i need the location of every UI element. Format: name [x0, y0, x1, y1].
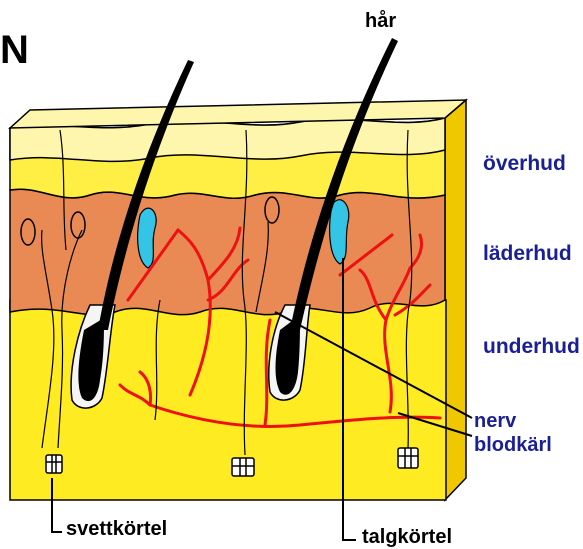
label-har: hår — [365, 10, 396, 33]
sebaceous-gland-left — [138, 208, 157, 268]
sebaceous-gland-right — [330, 200, 349, 264]
sweat-gland-2 — [232, 458, 254, 476]
block-side-face — [445, 100, 466, 500]
label-talgkortel: talgkörtel — [362, 526, 452, 549]
label-nerv: nerv — [474, 410, 516, 433]
label-blodkarl: blodkärl — [474, 434, 552, 457]
label-overhud: överhud — [483, 152, 566, 176]
label-svettkortel: svettkörtel — [66, 518, 167, 541]
sweat-gland-1 — [46, 455, 62, 473]
sweat-gland-3 — [398, 448, 418, 468]
label-underhud: underhud — [483, 335, 580, 359]
dermis-layer — [10, 189, 445, 315]
label-laderhud: läderhud — [483, 242, 572, 266]
